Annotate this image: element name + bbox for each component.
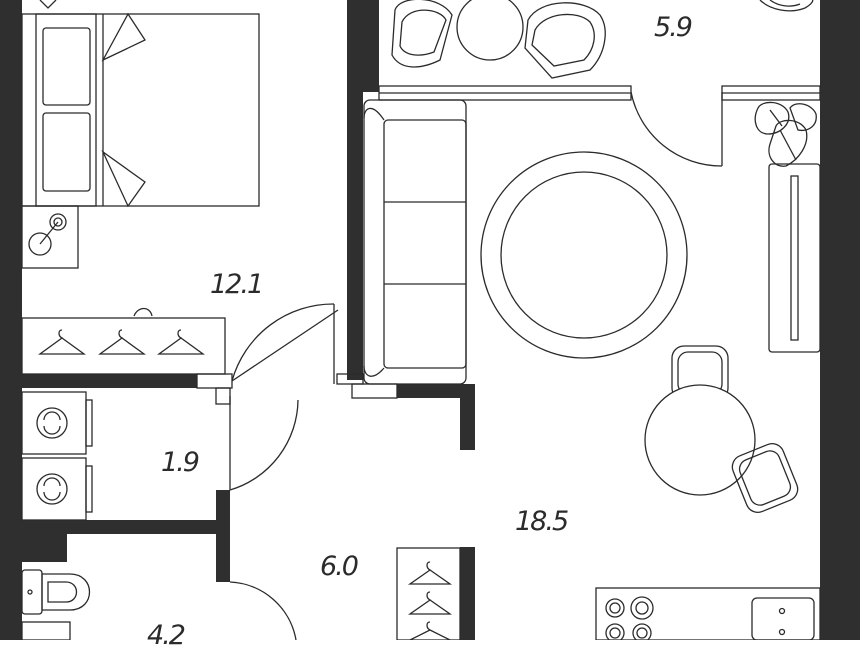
wall-left	[0, 0, 22, 640]
room-area-bedroom: 12.1	[210, 269, 264, 300]
plant-icon	[759, 0, 814, 12]
wall-stub-vertical	[460, 384, 475, 450]
armchair-right	[524, 2, 606, 79]
dining-table	[644, 384, 756, 496]
wall-partition-top	[347, 0, 379, 92]
tv-console	[768, 163, 821, 353]
wall-bedroom-bottom	[22, 374, 197, 388]
toilet-icon	[21, 569, 91, 640]
wall-partition	[347, 92, 363, 380]
wall-hall-wardrobe	[460, 547, 475, 640]
balcony-table	[456, 0, 524, 61]
washing-machine-icon	[21, 391, 93, 521]
wall-laundry-bottom	[22, 520, 230, 534]
monstera-plant-icon	[754, 101, 817, 167]
sofa	[363, 99, 467, 385]
wall-right	[820, 0, 860, 640]
room-area-bathroom: 4.2	[147, 620, 186, 651]
room-area-balcony: 5.9	[654, 12, 693, 43]
sink-icon	[751, 597, 815, 640]
hanger-icon	[407, 561, 453, 640]
bedroom-door-swing	[231, 303, 335, 382]
wardrobe	[21, 317, 226, 375]
wall-stub	[397, 384, 475, 398]
cooktop-icon	[605, 596, 654, 640]
laundry-door-swing	[229, 399, 299, 491]
hanger-icon	[38, 329, 205, 355]
hall-wardrobe	[396, 547, 461, 640]
room-area-hall: 6.0	[320, 551, 359, 582]
wall-bath-top	[22, 534, 67, 562]
room-area-living-kitchen: 18.5	[515, 506, 569, 537]
fixtures	[21, 0, 821, 640]
balcony-door-swing	[630, 91, 723, 167]
double-bed	[21, 12, 260, 208]
round-rug	[480, 151, 688, 359]
armchair-left	[391, 0, 453, 68]
tv	[790, 175, 799, 341]
wall-bath-right	[216, 534, 230, 582]
wall-laundry-stub	[216, 490, 230, 534]
dining-chair-bottom	[731, 443, 799, 513]
room-area-laundry: 1.9	[161, 447, 200, 478]
kitchen-counter	[595, 587, 821, 640]
nightstand-lamp	[21, 205, 79, 269]
bathroom-door-swing	[229, 581, 297, 640]
